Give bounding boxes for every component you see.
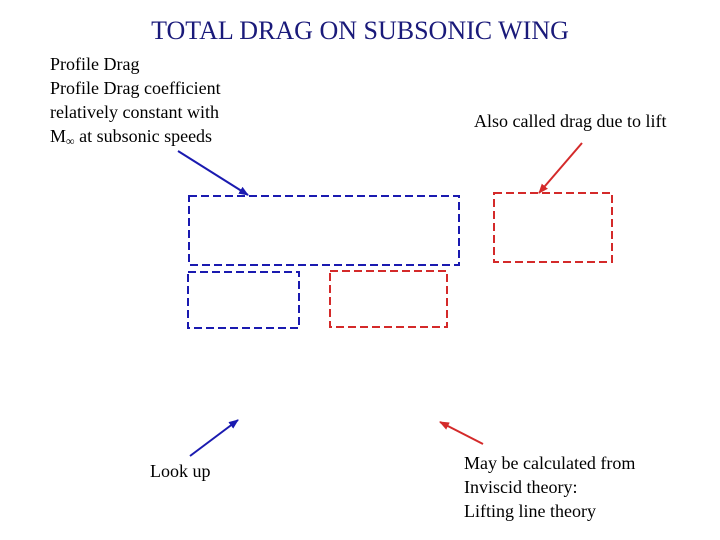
mach-symbol: M — [50, 126, 67, 146]
subsonic-speeds-text: at subsonic speeds — [74, 126, 213, 146]
induced-drag-box — [493, 192, 613, 263]
inviscid-theory-note: May be calculated from Inviscid theory: … — [464, 451, 635, 523]
induced-drag-note: Also called drag due to lift — [474, 111, 667, 131]
profile-drag-label: Profile Drag — [50, 54, 140, 74]
inviscid-arrow — [439, 421, 484, 445]
lookup-arrow — [189, 419, 239, 457]
profile-drag-note: Profile Drag Profile Drag coefficient re… — [50, 52, 221, 153]
profile-constant-line: relatively constant with — [50, 102, 219, 122]
profile-drag-arrow — [177, 150, 249, 196]
inviscid-line-2: Inviscid theory: — [464, 477, 578, 497]
inviscid-drag-box — [329, 270, 448, 328]
infinity-subscript: ∞ — [66, 134, 75, 148]
inviscid-line-1: May be calculated from — [464, 453, 636, 473]
profile-coefficient-line: Profile Drag coefficient — [50, 78, 221, 98]
inviscid-line-3: Lifting line theory — [464, 501, 596, 521]
page-title: TOTAL DRAG ON SUBSONIC WING — [151, 16, 569, 45]
induced-drag-arrow — [538, 142, 583, 194]
look-up-note: Look up — [150, 461, 211, 481]
profile-mach-line: M∞ at subsonic speeds — [50, 124, 221, 153]
total-profile-drag-box — [188, 195, 460, 266]
lookup-drag-box — [187, 271, 300, 329]
